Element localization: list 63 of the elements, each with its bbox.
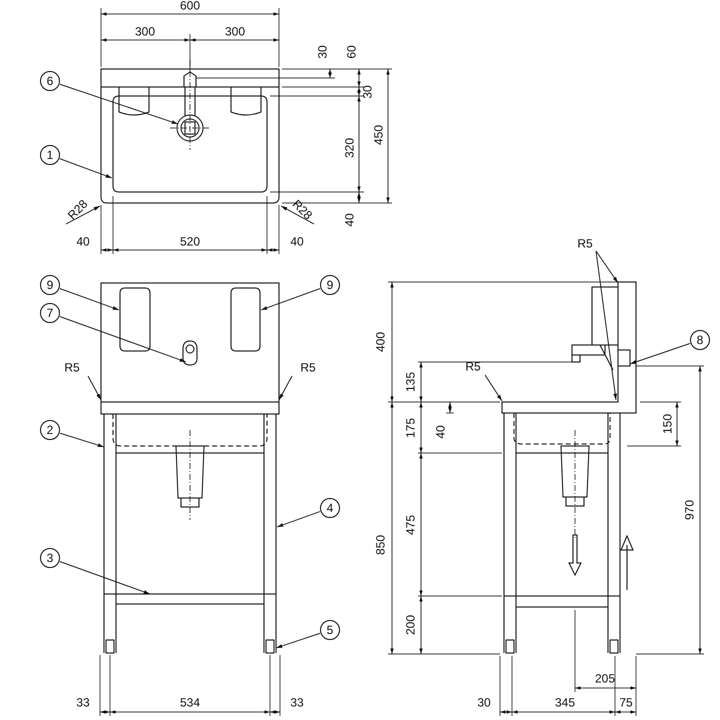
dimension-value: 205	[594, 672, 616, 686]
dimension-value: 40	[344, 213, 356, 227]
dimension-value: 300	[224, 26, 246, 38]
radius-label: R5	[64, 362, 80, 374]
dimension-value: 33	[290, 696, 304, 710]
radius-label: R28	[290, 198, 314, 222]
dimension-value: 30	[316, 45, 330, 59]
dimension-value: 150	[662, 414, 674, 434]
dimension-value: 534	[180, 696, 200, 710]
radius-label: R5	[300, 362, 316, 374]
callout-number: 4	[320, 498, 340, 518]
dimension-value: 40	[76, 236, 90, 248]
dimension-value: 850	[374, 534, 388, 556]
callout-number: 1	[40, 145, 60, 165]
leader-line	[260, 288, 321, 310]
sink-front-view-drawing	[100, 282, 280, 654]
dimension-value: 75	[619, 696, 633, 710]
dimension-value: 400	[374, 332, 388, 352]
dimension-value: 970	[684, 500, 696, 520]
dimension-value: 200	[404, 614, 418, 636]
dimension-value: 135	[404, 372, 418, 392]
dimension-value: 40	[434, 425, 448, 439]
dimension-value: 175	[404, 418, 418, 438]
leader-line	[66, 206, 100, 224]
callout-number: 8	[690, 330, 710, 350]
leader-line	[596, 250, 618, 284]
dimension-value: 33	[76, 696, 90, 710]
dimension-value: 60	[346, 45, 358, 59]
dimension-value: 30	[477, 696, 491, 710]
radius-label: R5	[465, 360, 481, 374]
leader-line	[278, 376, 292, 400]
leader-line	[59, 316, 186, 362]
dimension-value: 320	[344, 138, 356, 158]
dimension-value: 600	[180, 0, 200, 12]
leader-line	[60, 84, 178, 124]
dimension-value: 450	[372, 124, 386, 146]
leader-line	[88, 376, 102, 400]
sink-side-view-drawing	[502, 282, 636, 654]
callout-number: 7	[40, 303, 60, 323]
leader-line	[59, 158, 112, 178]
leader-line	[484, 374, 502, 402]
callout-number: 6	[40, 71, 60, 91]
radius-label: R28	[66, 198, 90, 222]
leader-line	[60, 432, 104, 448]
leader-line	[280, 206, 314, 224]
leader-line	[276, 632, 320, 648]
callout-number: 9	[320, 275, 340, 295]
radius-label: R5	[577, 238, 593, 250]
dimension-value: 300	[134, 26, 156, 38]
dimension-value: 520	[180, 236, 200, 248]
leader-line	[59, 561, 150, 594]
leader-line	[276, 511, 321, 528]
callout-number: 9	[40, 275, 60, 295]
leader-line	[596, 250, 618, 400]
dimension-value: 40	[290, 236, 304, 248]
dimension-value: 475	[404, 514, 418, 536]
callout-number: 2	[40, 420, 60, 440]
callout-number: 5	[320, 620, 340, 640]
dimension-value: 30	[362, 85, 374, 99]
leader-line	[59, 288, 120, 310]
leader-line	[630, 342, 691, 364]
dimension-value: 345	[554, 696, 576, 710]
callout-number: 3	[40, 548, 60, 568]
